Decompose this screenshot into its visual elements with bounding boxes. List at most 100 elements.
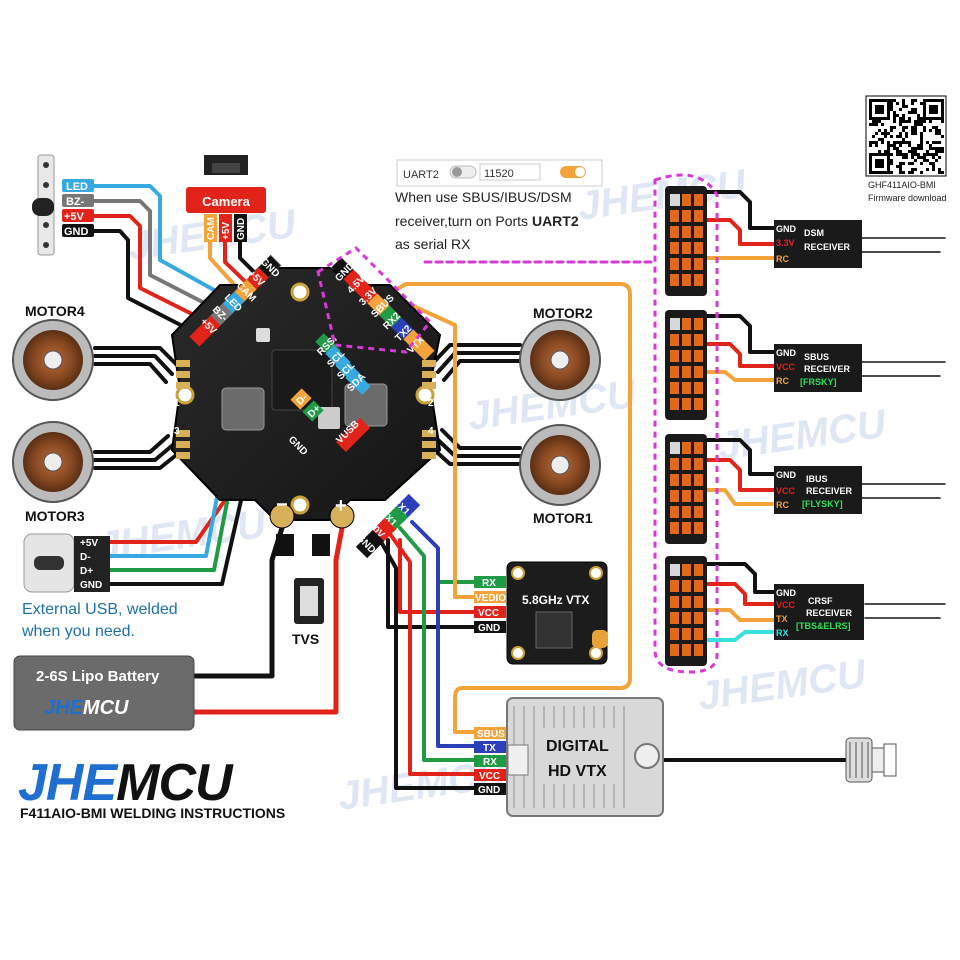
buzzer-label-5v: +5V xyxy=(64,211,85,223)
wire-vtx-gnd xyxy=(386,538,480,629)
motor3-icon xyxy=(12,421,94,503)
receiver-sbus-pin-gnd: GND xyxy=(776,348,797,358)
analog-vtx-pin-gnd: GND xyxy=(478,623,500,634)
hd-vtx-pin-vcc: VCC xyxy=(479,771,500,782)
antenna-icon xyxy=(845,737,897,783)
receiver-sbus-pin-rc: RC xyxy=(776,376,789,386)
board-minus: − xyxy=(276,494,288,516)
buzzer-module xyxy=(32,154,55,256)
analog-vtx-pin-rx: RX xyxy=(482,578,496,589)
digital-vtx-title2: HD VTX xyxy=(548,763,607,780)
receiver-sbus-pin-vcc: VCC xyxy=(776,362,796,372)
motor2-icon xyxy=(519,319,601,401)
svg-text:1: 1 xyxy=(174,398,180,409)
motor2-label: MOTOR2 xyxy=(533,305,593,321)
receiver-dsm-name: DSM xyxy=(804,228,824,238)
hd-vtx-pin-tx: TX xyxy=(483,743,496,754)
note-line2: receiver,turn on Ports UART2 xyxy=(395,213,579,229)
tvs-label: TVS xyxy=(292,631,319,647)
usb-pin-dm: D- xyxy=(80,552,91,563)
uart2-note: When use SBUS/IBUS/DSM receiver,turn on … xyxy=(395,189,579,252)
usb-module: +5V D- D+ GND External USB, welded when … xyxy=(21,533,178,640)
motors: MOTOR4 MOTOR3 MOTOR2 MOTOR1 xyxy=(12,303,601,526)
analog-vtx: 5.8GHz VTX RX VEDIO VCC GND xyxy=(474,561,608,665)
wire-hd-rx xyxy=(398,526,480,762)
watermark-text: JHEMCU xyxy=(715,402,889,469)
receiver-ibus-name2: RECEIVER xyxy=(806,486,853,496)
brand-logo: JHEMCU xyxy=(18,754,234,812)
qr-caption1: GHF411AIO-BMI xyxy=(868,180,936,190)
hd-vtx-pin-sbus: SBUS xyxy=(477,729,505,740)
buzzer-labels: LED BZ- +5V GND xyxy=(62,179,94,238)
wire-vtx-rx xyxy=(436,558,480,584)
receiver-sbus-name: SBUS xyxy=(804,352,829,362)
wire-hd-gnd xyxy=(378,538,480,790)
note-line3: as serial RX xyxy=(395,236,471,252)
wire-hd-tx xyxy=(410,520,480,748)
buzzer-label-led: LED xyxy=(66,181,88,193)
usb-pin-5v: +5V xyxy=(80,538,98,549)
receiver-ibus-pin-gnd: GND xyxy=(776,470,797,480)
svg-text:2: 2 xyxy=(428,398,434,409)
camera-title: Camera xyxy=(202,194,250,209)
usb-port-icon xyxy=(34,556,64,570)
battery-module: 2-6S Lipo Battery JHEMCU xyxy=(13,655,195,731)
receiver-highlight xyxy=(653,173,719,674)
receiver-sbus-brand: [FRSKY] xyxy=(800,377,837,387)
motor1-label: MOTOR1 xyxy=(533,510,593,526)
brand-block: JHEMCU F411AIO-BMI WELDING INSTRUCTIONS xyxy=(18,754,285,821)
camera-module: Camera CAM +5V GND xyxy=(186,155,266,242)
watermark-text: JHEMCU xyxy=(95,502,269,569)
wire-5v-buzzer xyxy=(92,214,214,326)
hd-vtx-pin-rx: RX xyxy=(483,757,497,768)
usb-pin-gnd: GND xyxy=(80,580,102,591)
receiver-ibus-pin-rc: RC xyxy=(776,500,789,510)
wire-vtx-video xyxy=(398,298,480,599)
buzzer-label-bz: BZ- xyxy=(66,196,85,208)
svg-text:4: 4 xyxy=(428,426,434,437)
motor4-icon xyxy=(12,319,94,401)
note-line1: When use SBUS/IBUS/DSM xyxy=(395,189,572,205)
camera-pin-gnd: GND xyxy=(236,218,247,240)
analog-vtx-title: 5.8GHz VTX xyxy=(522,593,589,607)
digital-vtx-title1: DIGITAL xyxy=(546,738,609,755)
qr-caption2: Firmware download xyxy=(868,193,947,203)
uart-highlight xyxy=(316,246,433,354)
wire-hd-sbus xyxy=(390,282,632,734)
receiver-crsf-pin-gnd: GND xyxy=(776,588,797,598)
receiver-dsm-name2: RECEIVER xyxy=(804,242,851,252)
switch-uart-label: UART2 xyxy=(403,169,439,181)
qr-code: GHF411AIO-BMI Firmware download xyxy=(865,95,947,203)
receiver-crsf-pin-tx: TX xyxy=(776,614,788,624)
analog-vtx-pin-vcc: VCC xyxy=(478,608,499,619)
watermark-text: JHEMCU xyxy=(695,652,869,719)
svg-text:3: 3 xyxy=(174,426,180,437)
receiver-crsf-name: CRSF xyxy=(808,596,833,606)
battery-brand: JHEMCU xyxy=(44,697,129,719)
usb-pin-dp: D+ xyxy=(80,566,93,577)
receiver-ibus-pin-vcc: VCC xyxy=(776,486,796,496)
motor4-label: MOTOR4 xyxy=(25,303,85,319)
receiver-ibus-name: IBUS xyxy=(806,474,828,484)
usb-caption2: when you need. xyxy=(21,623,135,640)
receiver-pin-strips xyxy=(665,186,707,666)
motor3-label: MOTOR3 xyxy=(25,508,85,524)
switch-baud-label: 11520 xyxy=(484,168,514,180)
motor1-icon xyxy=(519,424,601,506)
usb-caption1: External USB, welded xyxy=(22,601,178,618)
wire-vtx-vcc xyxy=(398,538,480,614)
receiver-dsm-pin-rc: RC xyxy=(776,254,789,264)
receiver-dsm-pin-3v3: 3.3V xyxy=(776,238,795,248)
receiver-crsf-pin-rx: RX xyxy=(776,628,789,638)
digital-vtx: DIGITAL HD VTX SBUS TX RX VCC GND xyxy=(474,697,664,817)
wire-batt-pos xyxy=(187,525,345,715)
receiver-crsf-brand: [TBS&ELRS] xyxy=(796,621,851,631)
wire-gnd-buzzer xyxy=(92,229,204,338)
analog-vtx-pin-video: VEDIO xyxy=(475,593,506,604)
battery-label: 2-6S Lipo Battery xyxy=(36,668,160,685)
receivers: DSM RECEIVER GND 3.3V RC SBUS RECEIVER [… xyxy=(774,220,864,640)
wire-hd-vcc xyxy=(388,532,480,776)
hd-vtx-pin-gnd: GND xyxy=(478,785,500,796)
